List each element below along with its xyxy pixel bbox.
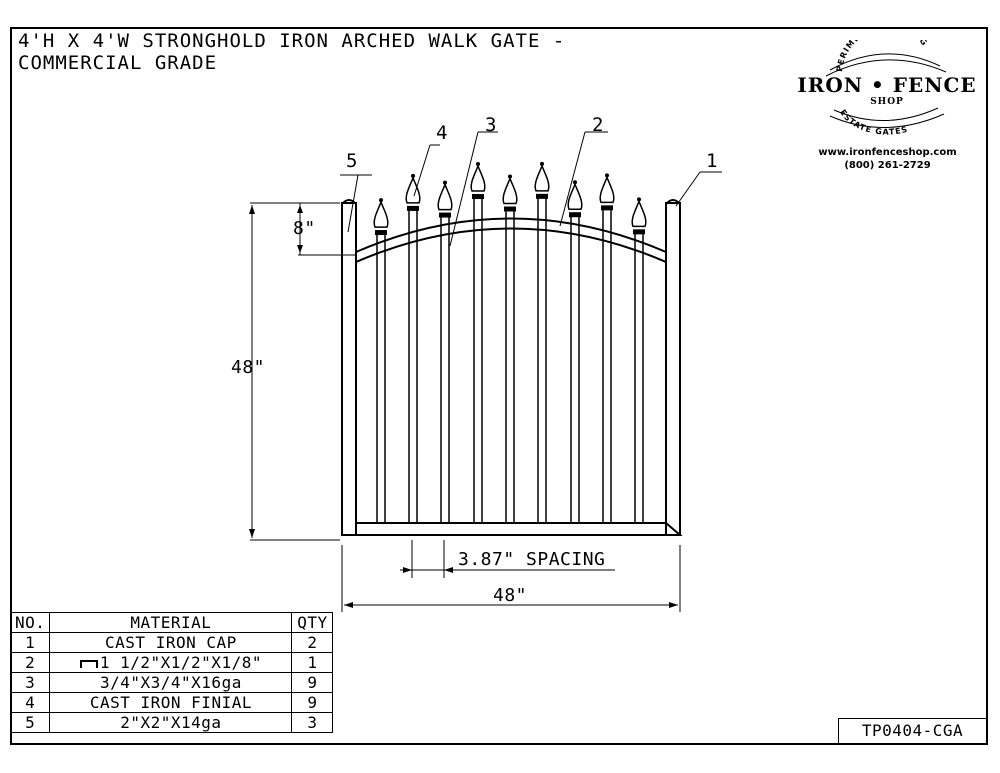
- left-post-cap: [342, 199, 356, 204]
- bom-cell-no: 5: [9, 712, 51, 733]
- finial-icon: [502, 176, 518, 205]
- picket: [437, 180, 453, 524]
- height-dimension: 48": [231, 357, 266, 378]
- contact-info: www.ironfenceshop.com (800) 261-2729: [800, 146, 975, 172]
- bom-cell-qty: 3: [291, 712, 334, 733]
- picket: [373, 198, 389, 524]
- finial-icon: [437, 182, 453, 211]
- part-number: TP0404-CGA: [838, 718, 986, 743]
- finial-icon: [470, 163, 486, 192]
- picket: [567, 180, 583, 524]
- finial-icon: [373, 199, 389, 228]
- drawing-frame: [10, 27, 988, 745]
- bom-cell-material: 3/4"X3/4"X16ga: [49, 672, 293, 693]
- drawing-title: 4'H X 4'W STRONGHOLD IRON ARCHED WALK GA…: [18, 30, 565, 74]
- logo-brand-text: IRON • FENCE: [797, 73, 976, 97]
- arched-rail-upper: [355, 217, 667, 253]
- finial-icon: [631, 199, 647, 228]
- bom-cell-material-channel: 1 1/2"X1/2"X1/8": [49, 652, 293, 673]
- bottom-rail: [342, 522, 683, 536]
- picket: [534, 161, 550, 524]
- callout-3: 3: [485, 114, 497, 136]
- bom-header-material: MATERIAL: [49, 612, 293, 633]
- bom-cell-material: 1 1/2"X1/2"X1/8": [99, 653, 262, 672]
- picket: [405, 173, 421, 524]
- finial-icon: [567, 182, 583, 210]
- bom-cell-qty: 9: [291, 692, 334, 713]
- finial-icon: [405, 175, 421, 204]
- bom-cell-material: CAST IRON FINIAL: [49, 692, 293, 713]
- bom-header-row: NO. MATERIAL QTY: [9, 612, 334, 633]
- bom-header-no: NO.: [9, 612, 51, 633]
- bom-header-qty: QTY: [291, 612, 334, 633]
- bill-of-materials-table: NO. MATERIAL QTY 1 CAST IRON CAP 2 2 1 1…: [9, 612, 334, 733]
- callout-4: 4: [436, 122, 448, 144]
- callout-1: 1: [706, 150, 718, 172]
- table-row: 5 2"X2"X14ga 3: [9, 712, 334, 733]
- arch-dimension: 8": [293, 218, 316, 239]
- phone-text: (800) 261-2729: [844, 160, 931, 171]
- right-post-cap: [666, 199, 680, 204]
- callout-2: 2: [592, 114, 604, 136]
- title-line-2: COMMERCIAL GRADE: [18, 52, 218, 74]
- table-row: 4 CAST IRON FINIAL 9: [9, 692, 334, 713]
- table-row: 2 1 1/2"X1/2"X1/8" 1: [9, 652, 334, 673]
- bom-cell-material: 2"X2"X14ga: [49, 712, 293, 733]
- bom-cell-qty: 9: [291, 672, 334, 693]
- right-post: [665, 202, 681, 536]
- title-line-1: 4'H X 4'W STRONGHOLD IRON ARCHED WALK GA…: [18, 30, 566, 52]
- bom-cell-no: 3: [9, 672, 51, 693]
- callout-5: 5: [346, 150, 358, 172]
- bom-cell-no: 1: [9, 632, 51, 653]
- logo-shop-text: SHOP: [870, 97, 904, 107]
- bom-cell-material: CAST IRON CAP: [49, 632, 293, 653]
- left-post: [341, 202, 357, 536]
- picket: [631, 197, 647, 524]
- website-text: www.ironfenceshop.com: [818, 147, 957, 158]
- table-row: 3 3/4"X3/4"X16ga 9: [9, 672, 334, 693]
- picket: [470, 162, 486, 524]
- bom-cell-qty: 1: [291, 652, 334, 673]
- finial-icon: [599, 175, 615, 204]
- picket: [502, 174, 518, 524]
- bom-cell-qty: 2: [291, 632, 334, 653]
- bom-cell-no: 4: [9, 692, 51, 713]
- width-dimension: 48": [493, 585, 528, 606]
- bom-cell-no: 2: [9, 652, 51, 673]
- iron-fence-shop-logo: PERIMETER FENCING IRON • FENCE SHOP ESTA…: [797, 40, 976, 137]
- table-row: 1 CAST IRON CAP 2: [9, 632, 334, 653]
- spacing-dimension: 3.87" SPACING: [458, 549, 606, 570]
- channel-icon: [79, 659, 98, 668]
- arched-rail-lower: [355, 227, 667, 263]
- finial-icon: [534, 163, 550, 192]
- picket: [599, 173, 615, 524]
